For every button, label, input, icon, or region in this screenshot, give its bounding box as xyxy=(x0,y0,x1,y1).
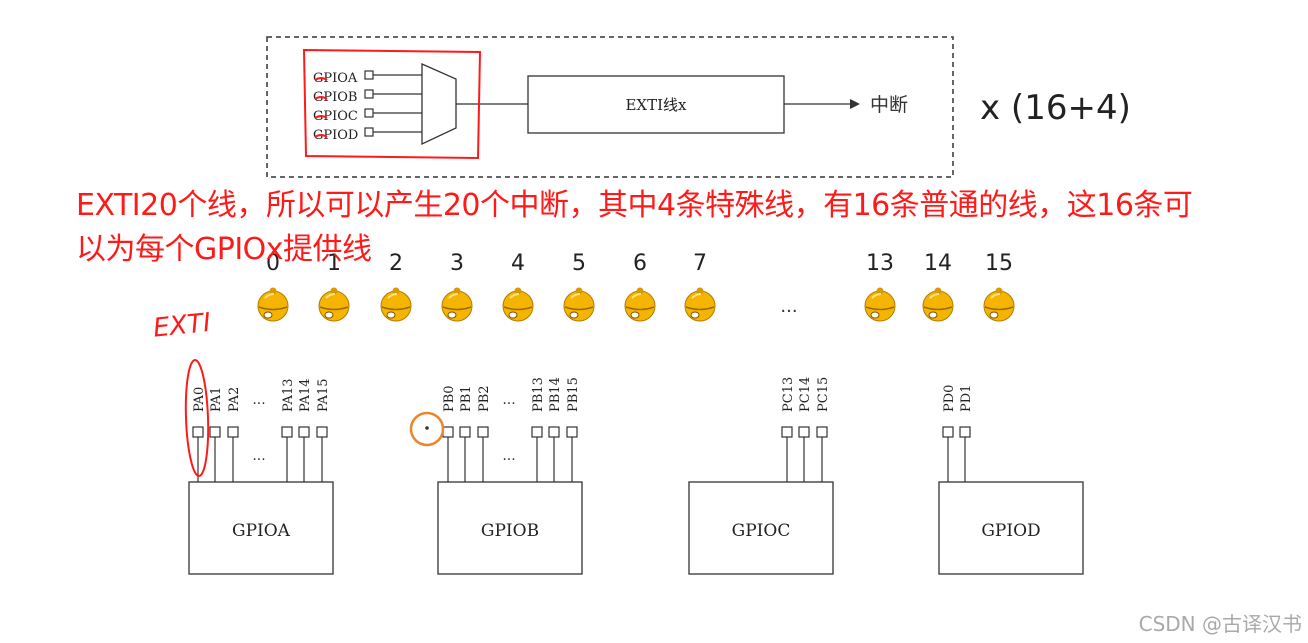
multiplexer xyxy=(421,63,457,146)
exti-number: 4 xyxy=(511,251,525,276)
pin-labels: PC13 PC14 PC15 xyxy=(781,377,831,412)
exti-number: 15 xyxy=(985,251,1013,276)
top-input-gpiob: GPIOB xyxy=(313,90,357,105)
pin-ellipsis: ... xyxy=(252,392,265,408)
pin-labels: PD0 PD1 xyxy=(942,385,974,412)
pin-label: PB13 xyxy=(531,377,546,412)
bell-icon xyxy=(380,287,412,322)
interrupt-label: 中断 xyxy=(870,94,908,116)
port-label: GPIOC xyxy=(732,521,791,541)
exti-line-label: EXTI线x xyxy=(625,96,687,114)
red-highlight-oval xyxy=(184,359,210,477)
exti-number: 0 xyxy=(266,251,280,276)
pin-label: PB2 xyxy=(477,385,492,412)
pin-labels: PA0 PA1 PA2 PA13 PA14 PA15 xyxy=(192,379,331,412)
bell-icon xyxy=(318,287,350,322)
port-box xyxy=(938,481,1084,575)
pin-label: PB1 xyxy=(459,385,474,412)
top-input-pins xyxy=(364,70,422,137)
red-highlight-box xyxy=(302,48,482,160)
exti-number: 5 xyxy=(572,251,586,276)
pin-ellipsis: ... xyxy=(502,392,515,408)
multiplier-label: x (16+4) xyxy=(980,88,1131,128)
pin-label: PB14 xyxy=(548,377,563,412)
pin-label: PA15 xyxy=(316,379,331,412)
exti-line-numbers: 0 1 2 3 4 5 6 7 13 14 15 xyxy=(266,251,1013,276)
pin-label: PB0 xyxy=(442,385,457,412)
handwritten-exti-label: EXTI xyxy=(152,308,213,344)
pins xyxy=(942,426,971,482)
port-box xyxy=(688,481,834,575)
top-input-labels: GPIOA GPIOB GPIOC GPIOD xyxy=(313,71,358,143)
watermark: CSDN @古译汉书 xyxy=(1138,612,1302,636)
exti-number: 13 xyxy=(866,251,894,276)
bell-icon xyxy=(684,287,716,322)
bell-icon xyxy=(864,287,896,322)
pin-label: PD1 xyxy=(959,385,974,412)
pin-label: PA2 xyxy=(227,387,242,412)
bell-icon xyxy=(257,287,289,322)
exti-line-box xyxy=(527,75,785,134)
pins xyxy=(192,426,328,482)
port-gpiod: GPIOD PD0 PD1 xyxy=(938,385,1084,575)
port-box xyxy=(188,481,334,575)
bell-gap-ellipsis: ... xyxy=(780,296,797,317)
top-input-gpioa: GPIOA xyxy=(313,71,358,86)
pins xyxy=(442,426,578,482)
top-input-gpioc: GPIOC xyxy=(313,109,358,124)
bell-icon xyxy=(502,287,534,322)
pin-ellipsis: ... xyxy=(502,448,515,464)
pin-label: PA13 xyxy=(281,379,296,412)
port-label: GPIOA xyxy=(232,521,291,541)
bell-row xyxy=(257,287,1015,322)
pin-ellipsis: ... xyxy=(252,448,265,464)
bell-icon xyxy=(922,287,954,322)
pin-labels: PB0 PB1 PB2 PB13 PB14 PB15 xyxy=(442,377,581,412)
port-gpioc: GPIOC PC13 PC14 PC15 xyxy=(688,377,834,575)
pin-label: PC15 xyxy=(816,377,831,412)
bell-icon xyxy=(441,287,473,322)
annotation-line-1: EXTI20个线，所以可以产生20个中断，其中4条特殊线，有16条普通的线，这1… xyxy=(76,188,1193,223)
exti-structure-frame xyxy=(266,36,954,178)
pins xyxy=(781,426,828,482)
gpio-ports: GPIOA PA0 PA1 PA2 PA13 PA14 PA15 ... ... xyxy=(188,377,1084,575)
port-gpioa: GPIOA PA0 PA1 PA2 PA13 PA14 PA15 ... ... xyxy=(188,379,334,575)
port-box xyxy=(437,481,583,575)
exti-number: 1 xyxy=(327,251,341,276)
port-label: GPIOB xyxy=(481,521,539,541)
pin-label: PC13 xyxy=(781,377,796,412)
pin-label: PB15 xyxy=(566,377,581,412)
pin-label: PA0 xyxy=(192,387,207,412)
port-label: GPIOD xyxy=(981,521,1040,541)
exti-number: 14 xyxy=(924,251,952,276)
exti-number: 2 xyxy=(389,251,403,276)
top-input-gpiod: GPIOD xyxy=(313,128,358,143)
port-gpiob: GPIOB PB0 PB1 PB2 PB13 PB14 PB15 ... ... xyxy=(437,377,583,575)
pin-label: PA1 xyxy=(209,387,224,412)
exti-number: 6 xyxy=(633,251,647,276)
pin-label: PA14 xyxy=(298,379,313,412)
annotation-note: EXTI20个线，所以可以产生20个中断，其中4条特殊线，有16条普通的线，这1… xyxy=(76,184,1286,272)
bell-icon xyxy=(624,287,656,322)
arrow-icon xyxy=(850,99,860,109)
bell-icon xyxy=(563,287,595,322)
mouse-cursor-icon xyxy=(409,411,445,447)
bell-icon xyxy=(983,287,1015,322)
pin-label: PD0 xyxy=(942,385,957,412)
exti-number: 3 xyxy=(450,251,464,276)
annotation-line-2: 以为每个GPIOx提供线 xyxy=(76,232,372,267)
pin-label: PC14 xyxy=(798,377,813,412)
exti-number: 7 xyxy=(693,251,707,276)
